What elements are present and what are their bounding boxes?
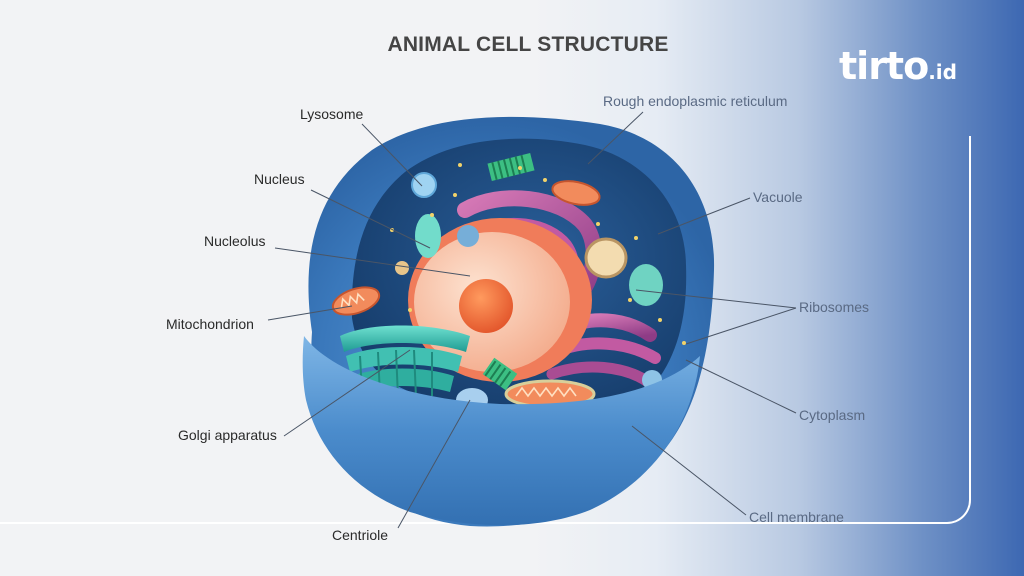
vacuole-shape — [584, 237, 628, 279]
label-mitochondrion: Mitochondrion — [166, 316, 254, 332]
label-golgi-apparatus: Golgi apparatus — [178, 427, 277, 443]
lysosome-shape — [411, 172, 437, 198]
label-cytoplasm: Cytoplasm — [799, 407, 866, 423]
ribosome-dots — [390, 163, 686, 345]
centriole-shape — [482, 357, 518, 391]
cell-membrane-front-shape — [302, 336, 700, 526]
label-vacuole: Vacuole — [753, 189, 803, 205]
centriole-top-shape — [487, 152, 535, 182]
label-rough-er: Rough endoplasmic reticulum — [603, 93, 788, 109]
label-nucleus: Nucleus — [254, 171, 305, 187]
diagram-title: ANIMAL CELL STRUCTURE — [387, 33, 669, 56]
leader-lines — [267, 111, 797, 529]
brand-logo: tirto.id — [839, 44, 957, 88]
brand-logo-suffix: .id — [928, 60, 957, 84]
label-centriole: Centriole — [332, 527, 389, 543]
label-nucleolus: Nucleolus — [204, 233, 266, 249]
mitochondrion-shape — [331, 286, 381, 316]
label-cell-membrane: Cell membrane — [749, 509, 844, 525]
brand-logo-text: tirto — [839, 44, 929, 88]
nucleolus-shape — [459, 279, 513, 333]
label-ribosomes: Ribosomes — [799, 299, 870, 315]
label-lysosome: Lysosome — [300, 106, 364, 122]
